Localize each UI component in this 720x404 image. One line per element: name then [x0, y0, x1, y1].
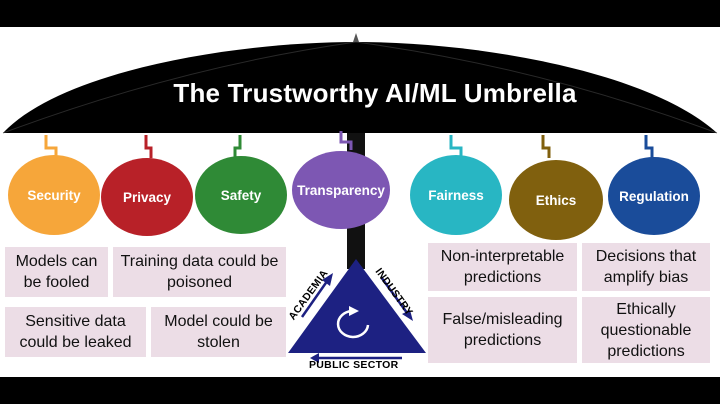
hook-safety [233, 135, 242, 158]
risk-misleading: False/misleading predictions [428, 297, 577, 363]
industry-arrow [379, 276, 412, 318]
stakeholder-triangle [288, 259, 426, 353]
hook-ethics [541, 135, 551, 158]
risk-data-leaked: Sensitive data could be leaked [5, 307, 146, 357]
node-security: Security [8, 155, 100, 235]
hook-privacy [144, 135, 153, 158]
hook-fairness [449, 135, 463, 158]
academia-arrow [300, 276, 332, 318]
risk-model-stolen: Model could be stolen [151, 307, 286, 357]
node-transparency: Transparency [292, 151, 390, 229]
node-fairness: Fairness [410, 155, 502, 235]
node-privacy: Privacy [101, 158, 193, 236]
node-ethics: Ethics [509, 160, 603, 240]
risk-non-interpretable: Non-interpretable predictions [428, 243, 577, 291]
node-regulation: Regulation [608, 157, 700, 235]
risk-data-poisoned: Training data could be poisoned [113, 247, 286, 297]
risk-ethically-questionable: Ethically questionable predictions [582, 297, 710, 363]
umbrella-diagram: The Trustworthy AI/ML Umbrella Security … [0, 27, 720, 377]
umbrella-tip [353, 33, 359, 42]
node-safety: Safety [195, 156, 287, 234]
hook-transparency [339, 131, 353, 150]
hook-regulation [644, 135, 654, 158]
umbrella-canopy [3, 42, 717, 133]
cycle-icon [336, 309, 370, 339]
risk-models-fooled: Models can be fooled [5, 247, 108, 297]
umbrella-graphic [2, 33, 718, 363]
hook-security [44, 135, 58, 158]
risk-amplify-bias: Decisions that amplify bias [582, 243, 710, 291]
diagram-title: The Trustworthy AI/ML Umbrella [173, 78, 577, 108]
label-public-sector: PUBLIC SECTOR [309, 359, 399, 371]
